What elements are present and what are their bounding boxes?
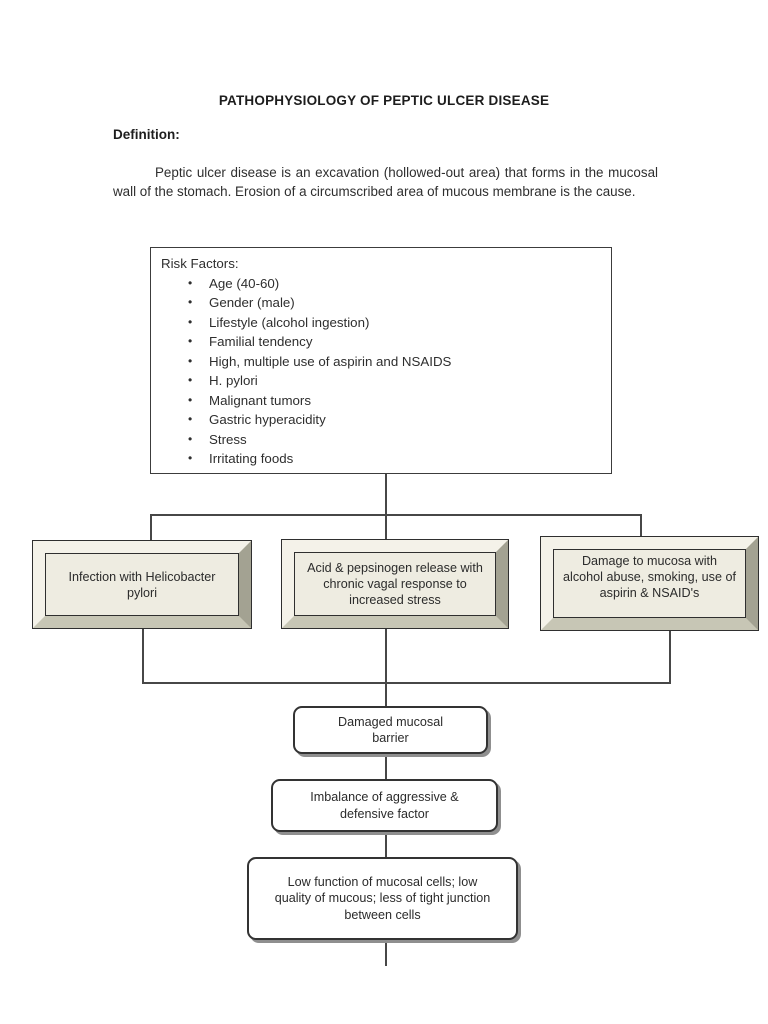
- bullet-icon: •: [188, 451, 193, 465]
- risk-factor-label: Familial tendency: [209, 334, 313, 349]
- bullet-icon: •: [188, 275, 193, 290]
- cause-box-label: Acid & pepsinogen release with chronic v…: [307, 561, 483, 607]
- connector-middle-long: [385, 627, 387, 707]
- cause-box-infection: Infection with Helicobacter pylori: [32, 540, 252, 629]
- list-item: • Irritating foods: [161, 449, 601, 469]
- stage-box-low-function: Low function of mucosal cells; low quali…: [247, 857, 518, 940]
- risk-factor-label: Age (40-60): [209, 275, 280, 291]
- stage-box-label: Low function of mucosal cells; low quali…: [274, 874, 491, 922]
- risk-factor-label: Malignant tumors: [209, 392, 311, 408]
- connector-right-down: [669, 629, 671, 683]
- cause-box-mucosa-damage: Damage to mucosa with alcohol abuse, smo…: [540, 536, 759, 631]
- risk-factors-heading: Risk Factors:: [161, 256, 239, 271]
- connector-stage2-stage3: [385, 830, 387, 858]
- risk-factor-label: Gastric hyperacidity: [209, 412, 326, 427]
- stage-box-label: Imbalance of aggressive & defensive fact…: [310, 790, 459, 821]
- stage-box-label: Damaged mucosal barrier: [338, 714, 443, 746]
- connector-drop-right: [640, 514, 642, 538]
- bullet-icon: •: [188, 412, 193, 426]
- list-item: • Gastric hyperacidity: [161, 410, 601, 430]
- cause-box-label: Infection with Helicobacter pylori: [68, 569, 216, 600]
- connector-stage1-stage2: [385, 752, 387, 780]
- bullet-icon: •: [188, 353, 193, 368]
- list-item: • Familial tendency: [161, 332, 601, 352]
- connector-spine-top: [385, 474, 387, 515]
- bullet-icon: •: [188, 392, 193, 407]
- page-title: PATHOPHYSIOLOGY OF PEPTIC ULCER DISEASE: [218, 93, 550, 108]
- definition-heading: Definition:: [113, 127, 180, 142]
- list-item: • Gender (male): [161, 293, 601, 313]
- risk-factor-label: Irritating foods: [209, 451, 294, 466]
- list-item: • H. pylori: [161, 371, 601, 391]
- cause-box-acid-pepsinogen: Acid & pepsinogen release with chronic v…: [281, 539, 509, 629]
- connector-tail: [385, 938, 387, 966]
- risk-factor-label: Stress: [209, 431, 247, 447]
- stage-box-damaged-barrier: Damaged mucosal barrier: [293, 706, 488, 754]
- risk-factor-label: High, multiple use of aspirin and NSAIDS: [209, 353, 452, 369]
- connector-left-down: [142, 627, 144, 683]
- stage-box-imbalance: Imbalance of aggressive & defensive fact…: [271, 779, 498, 832]
- connector-merge-horizontal: [142, 682, 671, 684]
- list-item: • Malignant tumors: [161, 391, 601, 411]
- risk-factor-label: Gender (male): [209, 295, 295, 310]
- definition-paragraph: Peptic ulcer disease is an excavation (h…: [113, 165, 658, 199]
- risk-factor-label: Lifestyle (alcohol ingestion): [209, 314, 370, 330]
- risk-factors-box: Risk Factors: • Age (40-60) • Gender (ma…: [150, 247, 612, 474]
- bullet-icon: •: [188, 295, 193, 309]
- connector-drop-middle: [385, 514, 387, 541]
- risk-factor-label: H. pylori: [209, 373, 258, 388]
- list-item: • High, multiple use of aspirin and NSAI…: [161, 352, 601, 372]
- list-item: • Age (40-60): [161, 274, 601, 294]
- list-item: • Stress: [161, 430, 601, 450]
- cause-box-label: Damage to mucosa with alcohol abuse, smo…: [563, 553, 736, 600]
- bullet-icon: •: [188, 373, 193, 387]
- connector-drop-left: [150, 514, 152, 542]
- bullet-icon: •: [188, 334, 193, 348]
- bullet-icon: •: [188, 314, 193, 329]
- connector-branch-horizontal: [150, 514, 641, 516]
- bullet-icon: •: [188, 431, 193, 446]
- list-item: • Lifestyle (alcohol ingestion): [161, 313, 601, 333]
